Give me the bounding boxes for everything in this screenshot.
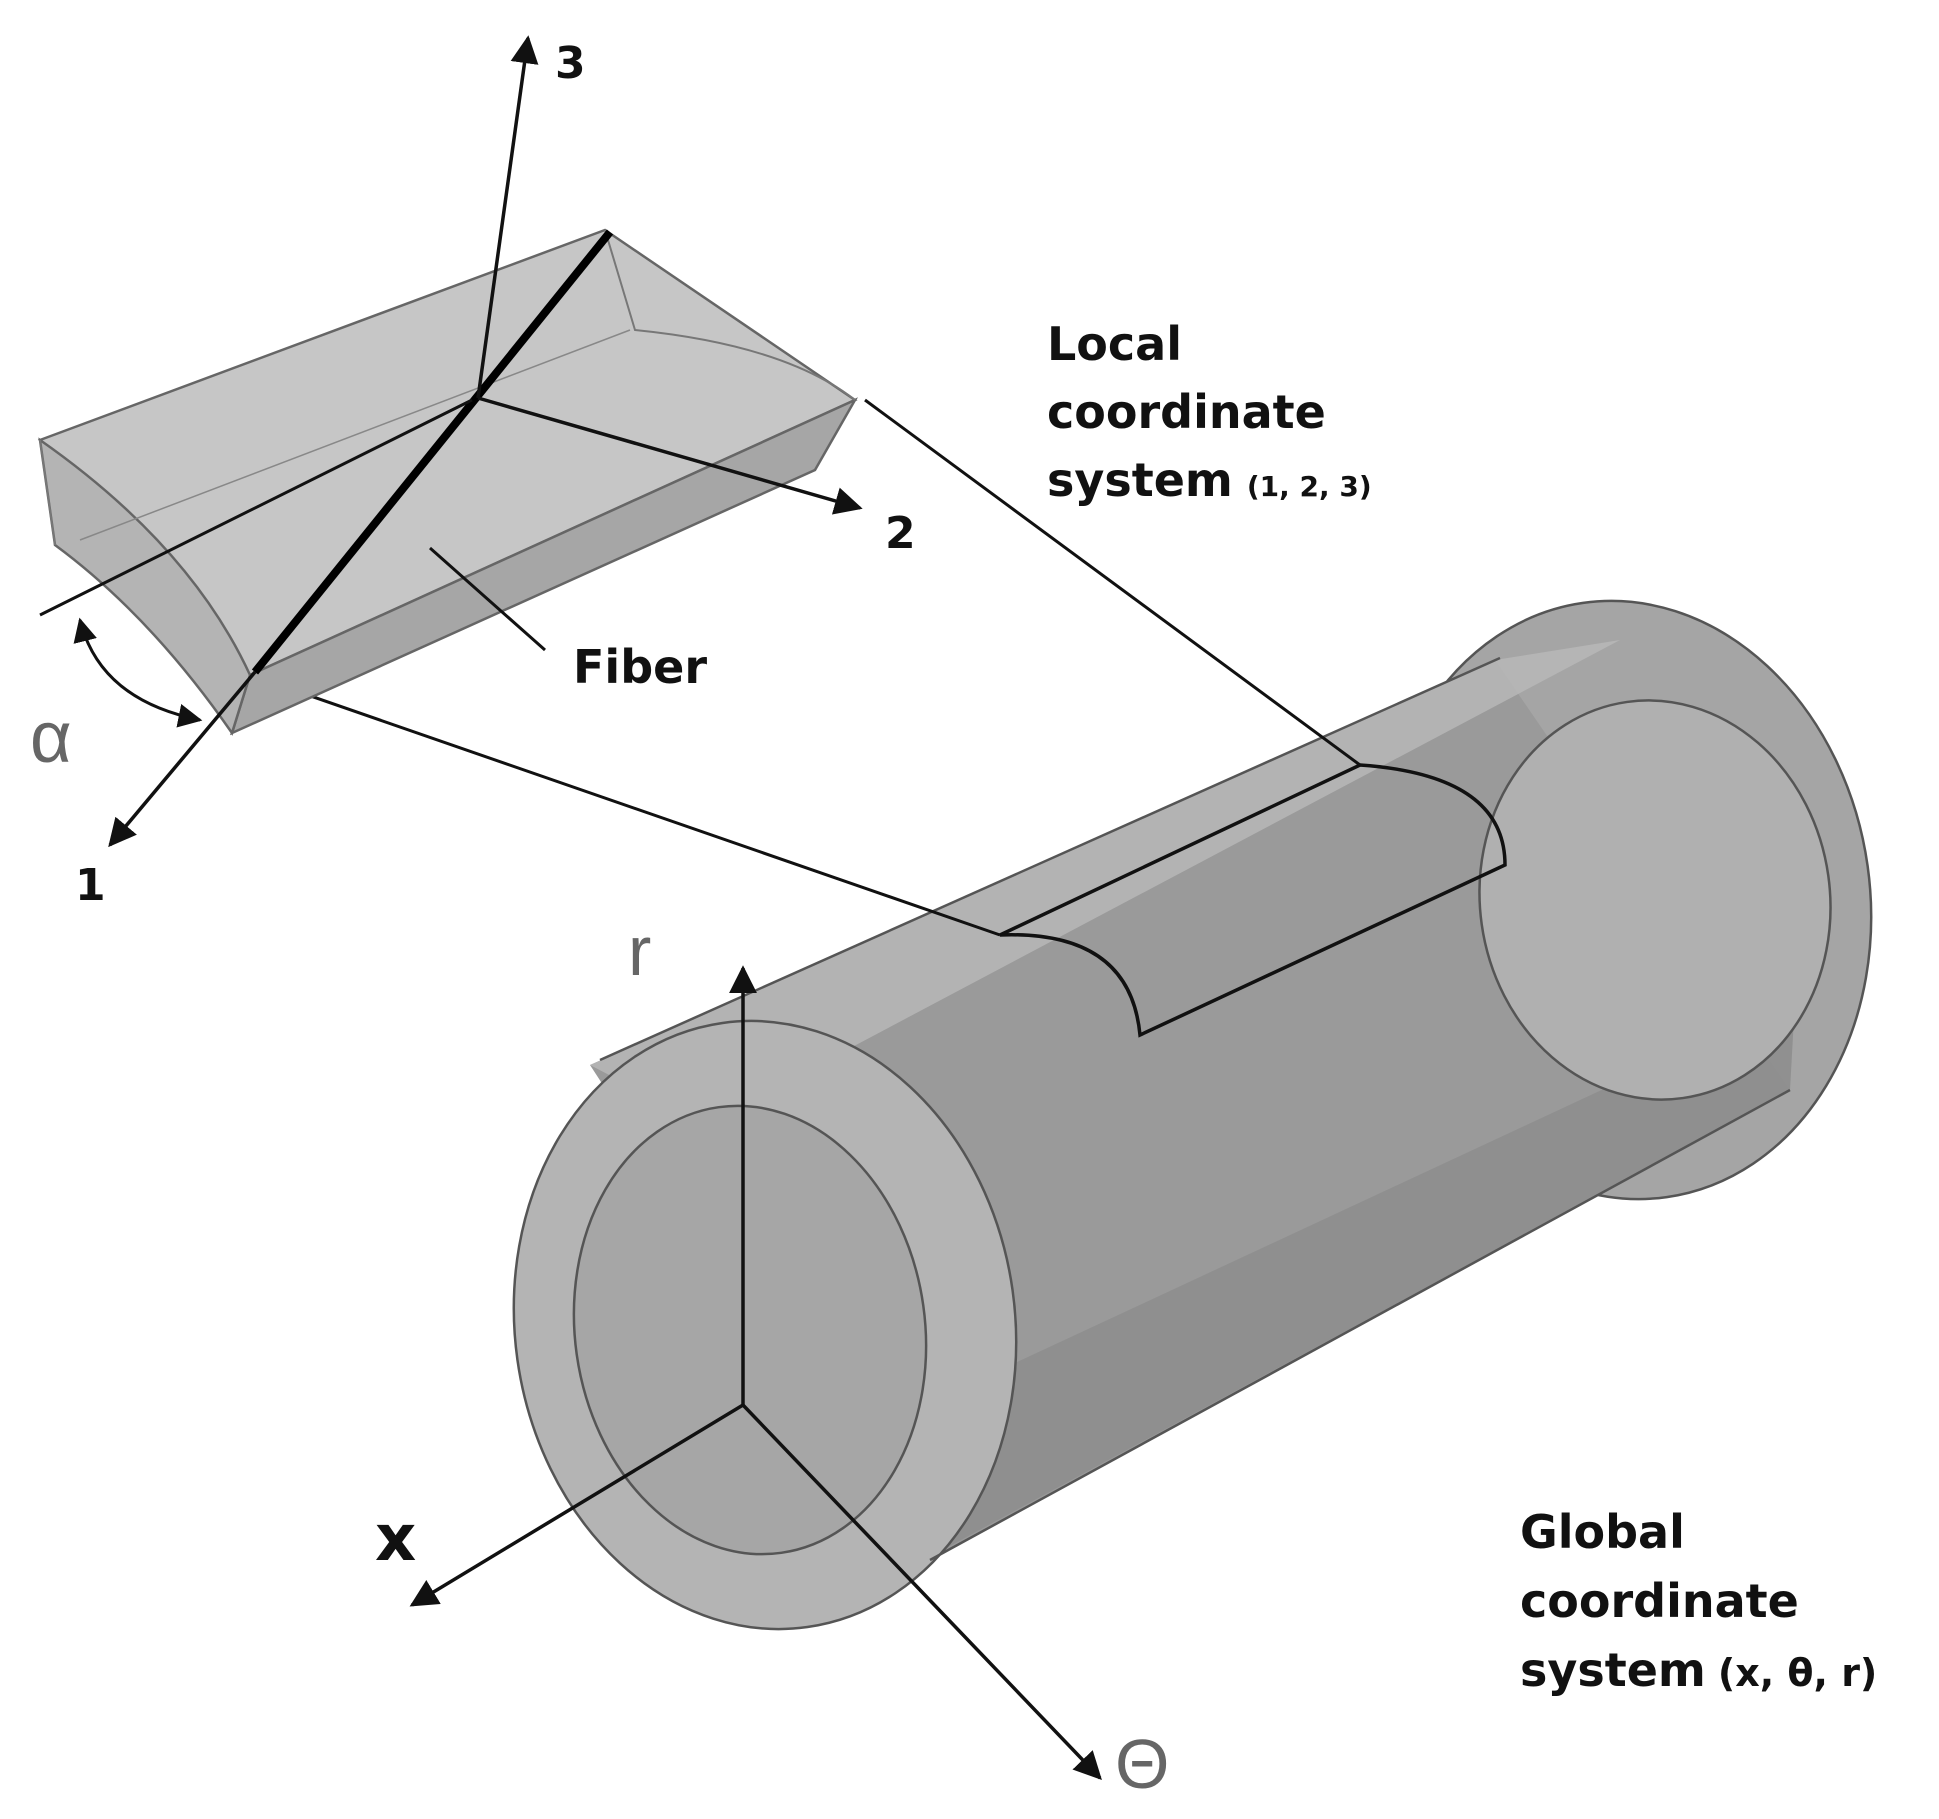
fiber-label: Fiber (573, 640, 707, 694)
cylinder-patch-outline (999, 763, 1507, 1038)
axis-x-arrow (409, 1403, 744, 1607)
projection-line-left (249, 673, 1001, 937)
global-caption-system: system (1520, 1643, 1706, 1697)
laminate-element (37, 228, 859, 736)
fiber-leader (429, 546, 546, 652)
alpha-reference-line (39, 398, 473, 617)
global-caption-line1: Global (1520, 1505, 1685, 1559)
global-caption-line3: system (x, θ, r) (1520, 1643, 1877, 1697)
cylinder-front-end-inner (572, 1104, 928, 1556)
axis-2-label: 2 (885, 508, 916, 559)
fiber-line (251, 229, 614, 675)
cylinder-back-inner (1478, 699, 1832, 1101)
local-caption: Local coordinate system (1, 2, 3) (1047, 317, 1372, 507)
hollow-cylinder (512, 599, 1873, 1631)
axis-r-label: r (628, 912, 651, 990)
alpha-label: α (30, 698, 72, 778)
global-caption-indices: (x, θ, r) (1718, 1651, 1877, 1695)
local-caption-line1: Local (1047, 317, 1182, 371)
projection-line-right (864, 398, 1361, 767)
global-caption-line2: coordinate (1520, 1574, 1799, 1628)
alpha-angle-arc (73, 617, 203, 728)
axis-x-label: x (375, 1502, 416, 1576)
local-caption-indices: (1, 2, 3) (1247, 470, 1372, 503)
cylinder-lower-shade (930, 1000, 1795, 1560)
local-caption-system: system (1047, 453, 1233, 507)
axis-3-label: 3 (555, 38, 586, 89)
local-caption-line3: system (1, 2, 3) (1047, 453, 1372, 507)
axis-theta-arrow (741, 1403, 1102, 1781)
axis-2-arrow (477, 396, 863, 515)
axis-3-arrow (476, 35, 539, 399)
axis-1-label: 1 (75, 860, 106, 911)
cylinder-top-surface (590, 640, 1620, 1125)
axis-theta-label: Θ (1115, 1725, 1169, 1803)
axis-1-arrow (108, 670, 257, 848)
global-caption: Global coordinate system (x, θ, r) (1520, 1505, 1877, 1697)
local-caption-line2: coordinate (1047, 385, 1326, 439)
